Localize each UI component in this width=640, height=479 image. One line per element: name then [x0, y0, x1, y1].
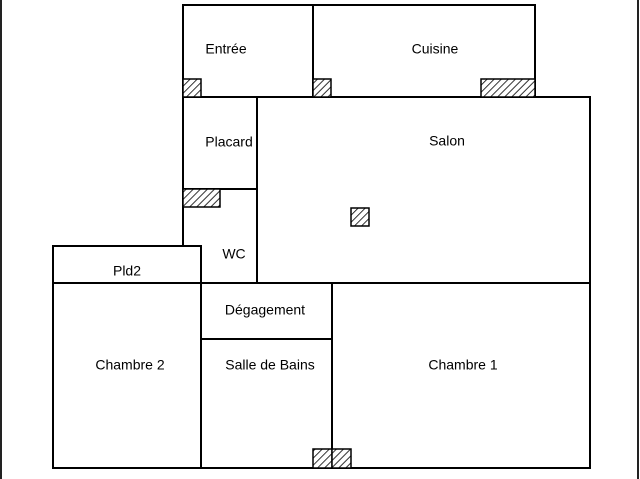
label-entree: Entrée — [205, 41, 246, 57]
label-cuisine: Cuisine — [412, 41, 459, 57]
label-wc: WC — [222, 246, 245, 262]
label-chambre-1: Chambre 1 — [428, 357, 497, 373]
label-salon: Salon — [429, 133, 465, 149]
label-salle-de-bains: Salle de Bains — [225, 357, 315, 373]
door-cuisine-wide — [480, 78, 536, 98]
label-degagement: Dégagement — [225, 302, 305, 318]
viewport-left-border — [0, 0, 2, 479]
door-cuisine — [312, 78, 332, 98]
viewport-right-border — [637, 0, 639, 479]
room-placard — [182, 96, 258, 190]
room-chambre-2 — [52, 282, 202, 469]
door-salle-de-bains — [312, 448, 333, 469]
room-salon — [256, 96, 591, 284]
door-entree — [182, 78, 202, 98]
fixture-salon — [350, 207, 370, 227]
room-salle-de-bains — [200, 338, 333, 469]
label-chambre-2: Chambre 2 — [95, 357, 164, 373]
label-pld2: Pld2 — [113, 263, 141, 279]
room-entree — [182, 4, 314, 98]
door-placard — [182, 188, 221, 208]
room-pld2 — [52, 245, 202, 284]
door-chambre-1 — [331, 448, 352, 469]
label-placard: Placard — [205, 134, 252, 150]
room-chambre-1 — [331, 282, 591, 469]
